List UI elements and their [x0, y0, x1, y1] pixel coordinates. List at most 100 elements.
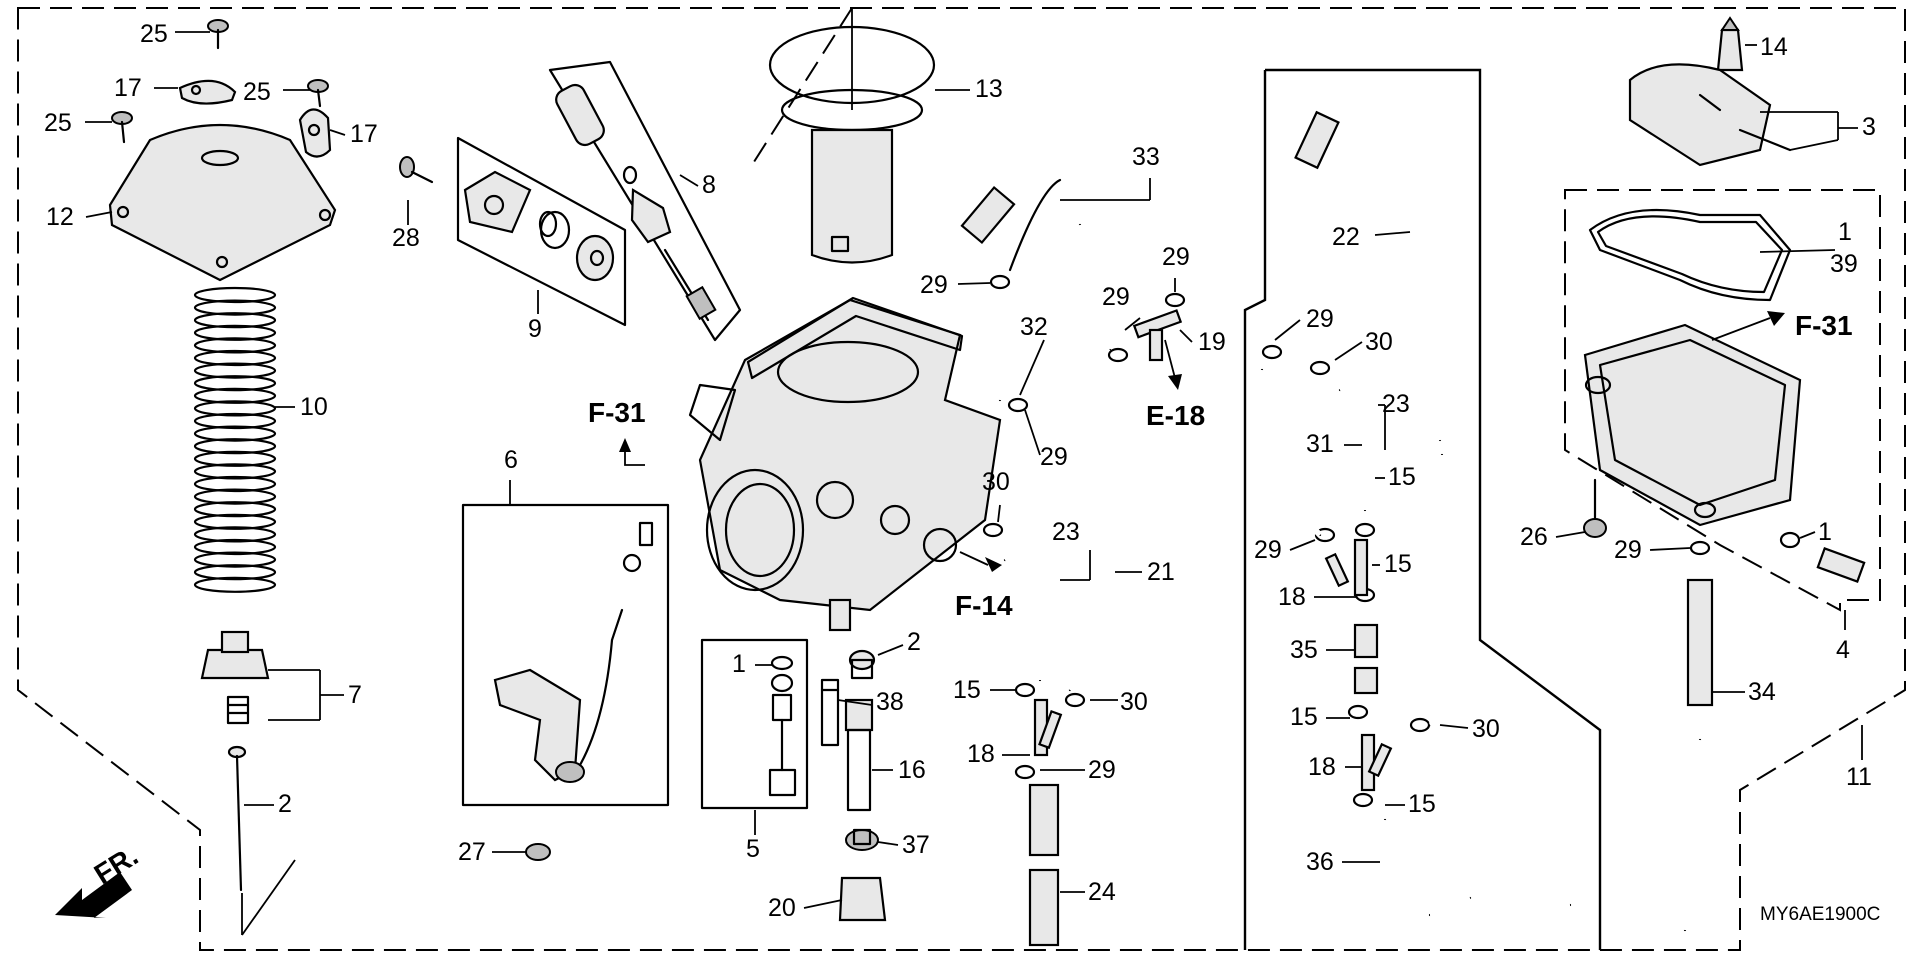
jet-needle-holder: [200, 630, 270, 725]
ref-arrow-f31-left: [619, 438, 645, 466]
accelerator-pump-parts: [463, 170, 615, 282]
spring-coil: [193, 337, 277, 354]
callout-15e: 15: [1408, 790, 1436, 818]
leader-line: [803, 899, 843, 909]
callout-15b: 15: [1388, 463, 1416, 491]
spring-coil: [193, 400, 277, 417]
ref-arrow-e18: [1164, 339, 1182, 390]
spring-coil: [193, 501, 277, 518]
leader-line: [1274, 319, 1301, 341]
hose-36-b-inner: [1429, 901, 1571, 919]
callout-29h: 29: [1614, 536, 1642, 564]
hose-set-frame-left: [1243, 70, 1267, 950]
spring-coil: [193, 375, 277, 392]
spring-coil: [193, 488, 277, 505]
leader-line: [997, 504, 1001, 523]
leader-line: [877, 644, 904, 656]
callout-35: 35: [1290, 636, 1318, 664]
leader-line: [85, 211, 113, 218]
front-direction-arrow: FR.: [55, 840, 143, 918]
spring-coil: [193, 349, 277, 367]
hose-32-inner: [997, 348, 1112, 401]
hose-clip: [1014, 764, 1036, 780]
callout-1b: 1: [1838, 218, 1852, 246]
screw-26: [1583, 478, 1607, 538]
jet-needle-2-small: [848, 649, 876, 680]
direction-label: FR.: [89, 840, 144, 890]
leader-line: [1334, 341, 1363, 361]
outer-assembly-boundary: [17, 7, 1906, 951]
cover-3: [1628, 63, 1792, 167]
callout-27: 27: [458, 838, 486, 866]
callout-20: 20: [768, 894, 796, 922]
callout-29e: 29: [1088, 756, 1116, 784]
callout-29c: 29: [1102, 283, 1130, 311]
hose-clip: [1689, 540, 1711, 556]
spring-coil: [193, 526, 277, 543]
hose-clip: [1107, 347, 1129, 363]
screw-27: [525, 843, 551, 861]
callout-5: 5: [746, 835, 760, 863]
spring-coil: [193, 438, 277, 455]
spring-coil: [193, 412, 277, 430]
callout-10: 10: [300, 393, 328, 421]
breather-hose-33-b: [1008, 178, 1062, 272]
leader-line: [1799, 531, 1816, 539]
callout-39: 39: [1830, 250, 1858, 278]
callout-15a: 15: [953, 676, 981, 704]
kit-box-5: [700, 638, 809, 810]
callout-4: 4: [1836, 636, 1850, 664]
kit-box-9: [456, 136, 627, 327]
leader-line: [957, 282, 991, 285]
leader-line: [1024, 409, 1041, 456]
hose-clip: [1164, 292, 1186, 308]
spring-coil: [193, 425, 277, 442]
hose-21-inner: [1068, 224, 1115, 692]
tube-35-a: [1353, 623, 1379, 659]
callout-11: 11: [1846, 763, 1872, 791]
callout-6: 6: [504, 446, 518, 474]
hose-31-inner: [1258, 369, 1323, 538]
tube-24-b: [1028, 868, 1060, 947]
screw-28: [399, 156, 434, 184]
callout-2a: 2: [278, 790, 292, 818]
callout-29g: 29: [1254, 536, 1282, 564]
drain-tube-34-a: [1686, 578, 1714, 707]
callout-23b: 23: [1382, 390, 1410, 418]
leader-line: [1555, 531, 1586, 538]
hose-clip: [982, 522, 1004, 538]
chamber-top-cover: [108, 123, 337, 282]
hose-clip: [1261, 344, 1283, 360]
float-chamber-boundary: [1564, 189, 1881, 612]
o-ring-1: [1779, 531, 1801, 549]
callout-18b: 18: [1278, 583, 1306, 611]
spring-coil: [193, 387, 277, 404]
kit-box-8: [548, 60, 742, 342]
callout-22: 22: [1332, 223, 1360, 251]
ref-label-f31-right: F-31: [1795, 310, 1853, 341]
ref-label-f14: F-14: [955, 590, 1013, 621]
air-cut-valve: [555, 83, 717, 322]
kit-box-6: [461, 503, 670, 807]
spring-coil: [193, 299, 277, 316]
hose-32: [998, 348, 1112, 402]
callout-15d: 15: [1290, 703, 1318, 731]
needle-jet-16: [844, 698, 874, 812]
hose-22-lower-inner: [1428, 454, 1448, 728]
screw-25-top: [207, 19, 229, 50]
hose-clip: [1352, 792, 1374, 808]
leader-line: [1649, 547, 1691, 551]
ref-label-e18: E-18: [1146, 400, 1205, 431]
callout-7: 7: [348, 681, 362, 709]
callout-18a: 18: [967, 740, 995, 768]
callout-33: 33: [1132, 143, 1160, 171]
jet-needle: [227, 745, 296, 936]
screw-25-left: [111, 111, 133, 144]
leader-line: [1789, 139, 1839, 151]
callout-1c: 1: [1818, 518, 1832, 546]
hose-clip: [1064, 692, 1086, 708]
leader-line: [877, 841, 899, 846]
callout-9: 9: [528, 315, 542, 343]
cap-14: [1716, 16, 1744, 72]
hose-22-inner: [1317, 101, 1443, 441]
